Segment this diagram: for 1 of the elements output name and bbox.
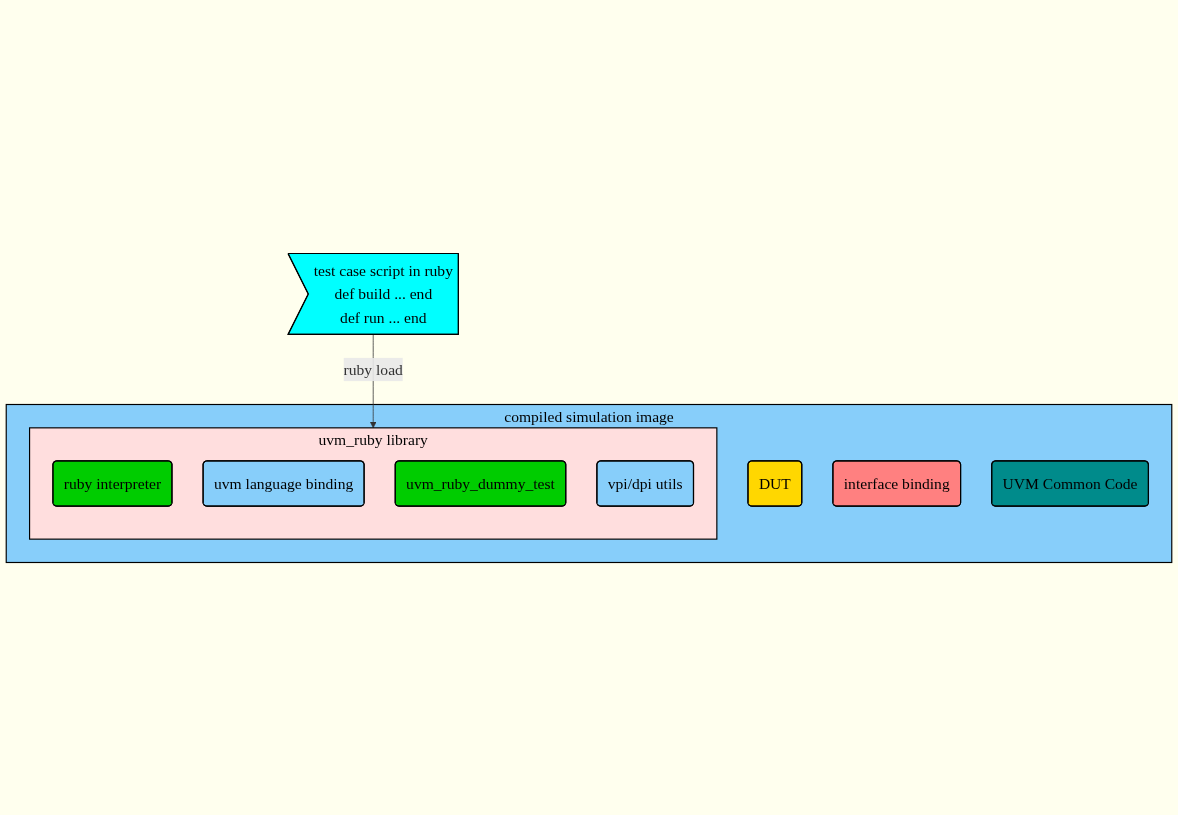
edge-label: ruby load — [343, 360, 403, 378]
